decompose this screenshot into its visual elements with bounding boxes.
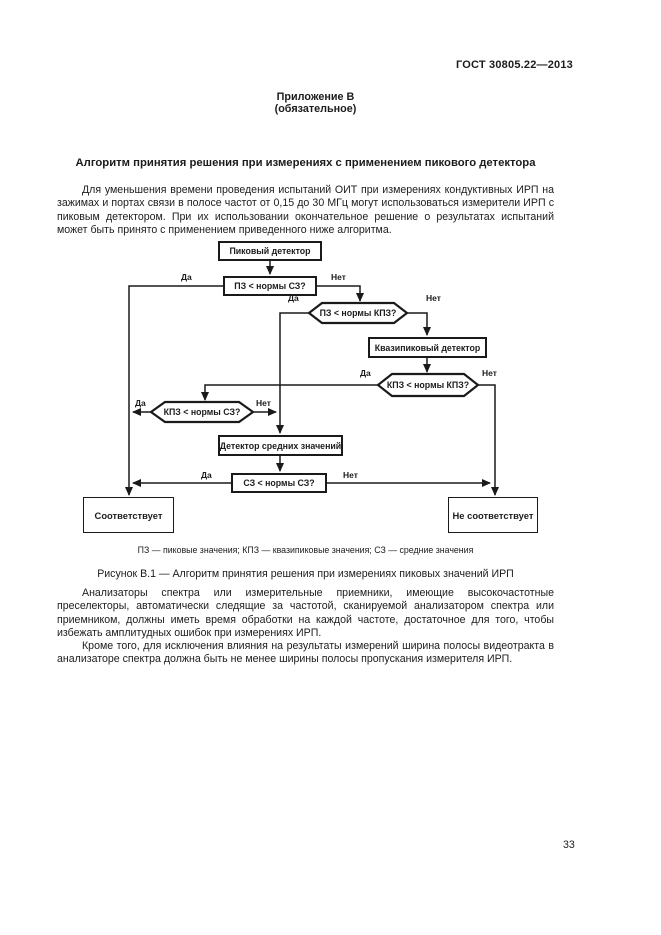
flowchart-figure: Пиковый детектор ПЗ < нормы СЗ? Квазипик…	[0, 230, 661, 545]
connector-lines	[125, 261, 499, 496]
node-peak-detector: Пиковый детектор	[218, 241, 322, 261]
node-pz-vs-kpz: ПЗ < нормы КПЗ?	[319, 308, 397, 318]
edge-kpzkpz-yes-to-kpzsz	[201, 384, 378, 401]
paragraph-1: Для уменьшения времени проведения испыта…	[57, 184, 554, 236]
edge-label-yes: Да	[288, 293, 299, 303]
node-sz-vs-sz: СЗ < нормы СЗ?	[231, 473, 327, 493]
section-title: Алгоритм принятия решения при измерениях…	[75, 157, 536, 169]
appendix-title: Приложение В	[276, 91, 355, 103]
paragraph-3: Кроме того, для исключения влияния на ре…	[57, 640, 554, 666]
intro-paragraph: Для уменьшения времени проведения испыта…	[57, 184, 554, 237]
closing-paragraphs: Анализаторы спектра или измерительные пр…	[57, 587, 554, 667]
edge-label-yes: Да	[135, 398, 146, 408]
edge-pzsz-yes-to-conforms	[125, 285, 223, 496]
decision-shape-kpz-vs-kpz	[376, 372, 480, 398]
edge-label-yes: Да	[201, 470, 212, 480]
edge-pzsz-no-to-pzkpz	[317, 285, 364, 302]
doc-header: ГОСТ 30805.22—2013	[455, 59, 573, 71]
edge-label-no: Нет	[343, 470, 358, 480]
node-average-detector: Детектор средних значений	[218, 435, 343, 456]
node-quasi-peak-detector: Квазипиковый детектор	[368, 337, 487, 358]
node-not-conforms: Не соответствует	[448, 497, 538, 533]
figure-label: Рисунок В.1 — Алгоритм принятия решения …	[97, 568, 514, 580]
decision-shape-pz-vs-kpz	[307, 301, 409, 325]
edge-label-no: Нет	[426, 293, 441, 303]
appendix-subtitle: (обязательное)	[274, 103, 357, 115]
edge-pzkpz-yes-to-avg	[276, 312, 309, 434]
edge-pzkpz-no-to-qp	[407, 312, 431, 336]
decision-shape-kpz-vs-sz	[149, 400, 255, 424]
node-kpz-vs-kpz: КПЗ < нормы КПЗ?	[386, 380, 470, 390]
node-kpz-vs-sz: КПЗ < нормы СЗ?	[163, 407, 241, 417]
page-number: 33	[563, 839, 575, 851]
edge-label-yes: Да	[360, 368, 371, 378]
edge-label-yes: Да	[181, 272, 192, 282]
edge-label-no: Нет	[331, 272, 346, 282]
paragraph-2: Анализаторы спектра или измерительные пр…	[57, 587, 554, 639]
edge-label-no: Нет	[482, 368, 497, 378]
appendix-block: Приложение В (обязательное)	[57, 91, 574, 115]
edge-label-no: Нет	[256, 398, 271, 408]
edge-kpzkpz-no-to-notconforms	[478, 384, 499, 496]
node-pz-vs-sz: ПЗ < нормы СЗ?	[223, 276, 317, 296]
figure-abbreviation-note: ПЗ — пиковые значения; КПЗ — квазипиковы…	[137, 545, 474, 555]
node-conforms: Соответствует	[83, 497, 174, 533]
